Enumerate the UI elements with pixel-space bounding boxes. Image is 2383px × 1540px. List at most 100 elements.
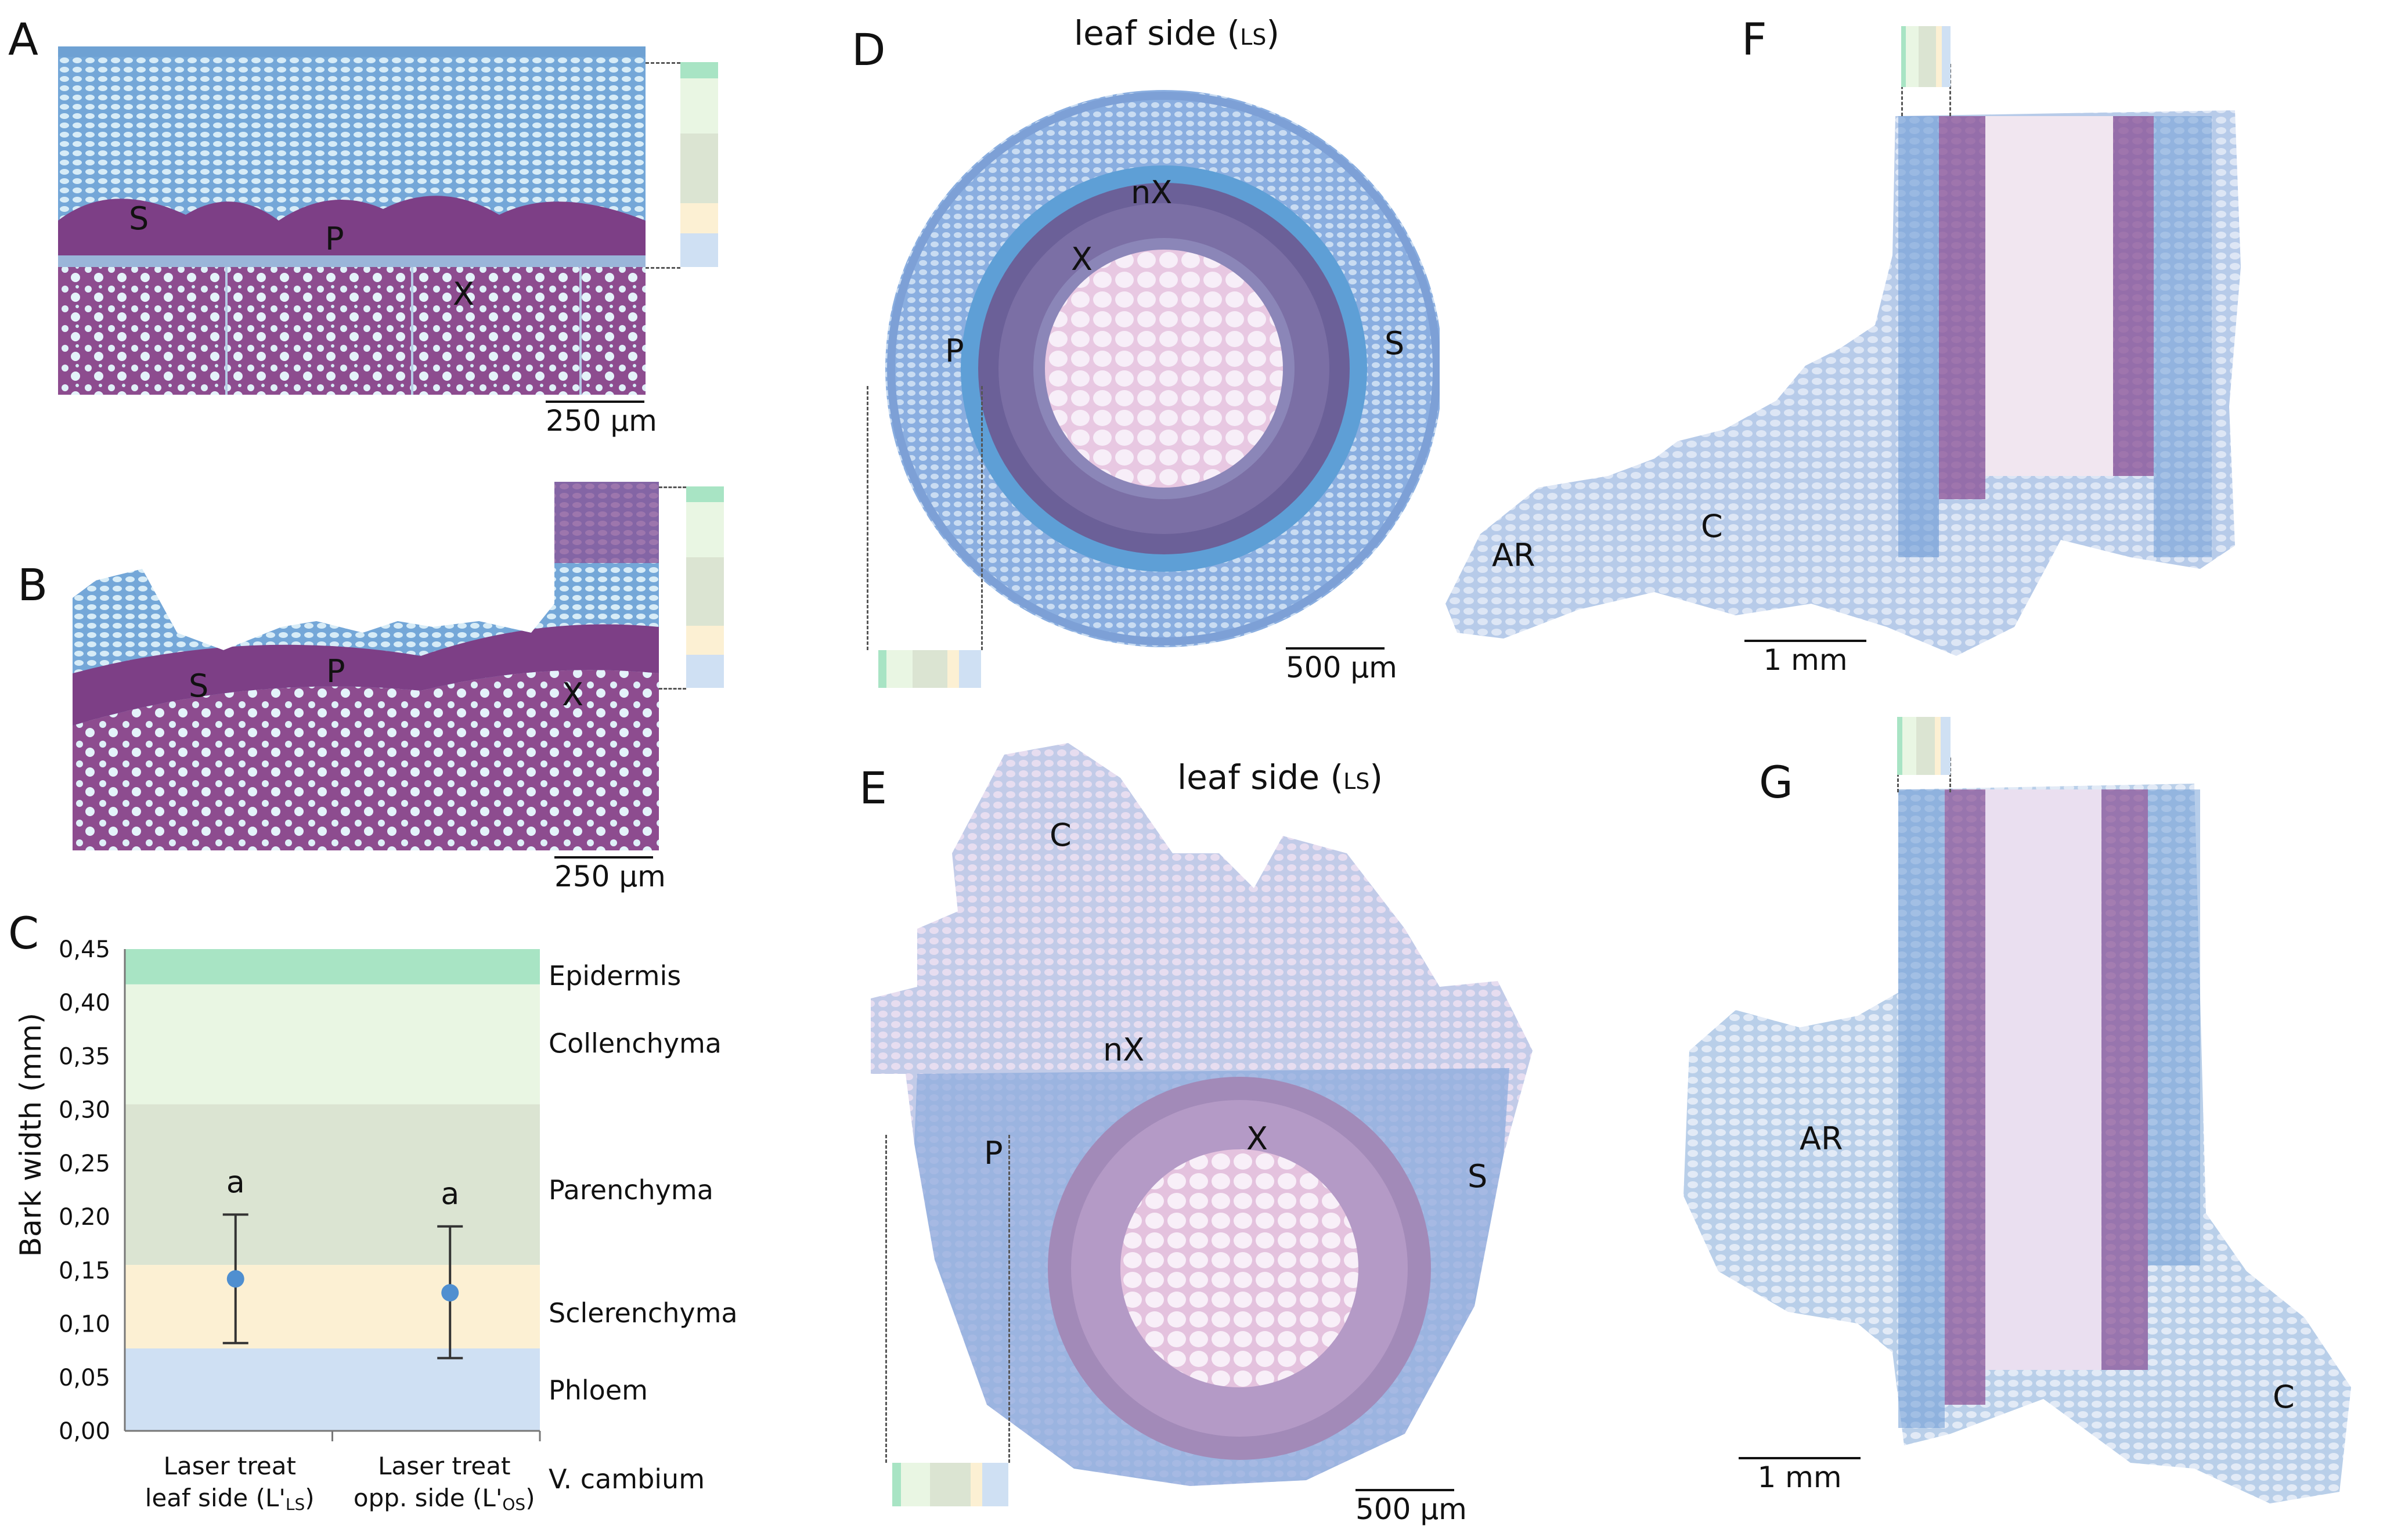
- strip-g-epidermis: [1897, 717, 1902, 775]
- heading-d-end: ): [1266, 13, 1280, 53]
- guide-line-e-left: [885, 1135, 887, 1463]
- label-a-x: X: [453, 276, 474, 312]
- guide-line-b-bottom: [659, 688, 686, 690]
- band-label-phloem: Phloem: [549, 1375, 648, 1406]
- strip-g-sclerenchyma: [1935, 717, 1941, 775]
- scale-bar-b-label: 250 µm: [554, 860, 666, 893]
- label-f-c: C: [1701, 508, 1723, 544]
- strip-g-parenchyma: [1916, 717, 1935, 775]
- band-epidermis: [125, 949, 540, 984]
- strip-e-phloem: [982, 1463, 1008, 1506]
- guide-line-f-right: [1949, 64, 1951, 116]
- y-tick-label: 0,35: [59, 1043, 110, 1070]
- panel-label-f: F: [1742, 13, 1767, 65]
- label-b-x: X: [562, 676, 583, 713]
- significance-label: a: [226, 1165, 245, 1200]
- panel-label-c: C: [8, 907, 39, 959]
- strip-f-phloem: [1942, 26, 1951, 87]
- strip-a-phloem: [680, 233, 718, 267]
- strip-b-collenchyma: [686, 502, 724, 557]
- label-d-nx: nX: [1131, 174, 1173, 211]
- strip-g-collenchyma: [1902, 717, 1916, 775]
- strip-a-sclerenchyma: [680, 203, 718, 233]
- label-g-c: C: [2273, 1379, 2295, 1415]
- strip-b-parenchyma: [686, 557, 724, 626]
- guide-line-g-right: [1949, 758, 1951, 792]
- band-collenchyma: [125, 984, 540, 1105]
- strip-a-epidermis: [680, 62, 718, 78]
- significance-label: a: [441, 1177, 459, 1212]
- layer-strip-b: [686, 486, 724, 688]
- panel-label-b: B: [17, 559, 48, 611]
- label-d-s: S: [1385, 325, 1405, 362]
- label-f-ar: AR: [1492, 537, 1535, 574]
- y-tick-label: 0,10: [59, 1311, 110, 1338]
- strip-d-sclerenchyma: [947, 650, 959, 688]
- band-sclerenchyma: [125, 1265, 540, 1348]
- guide-line-a-top: [646, 62, 680, 64]
- y-tick-label: 0,45: [59, 936, 110, 963]
- strip-a-parenchyma: [680, 134, 718, 203]
- band-label-epidermis: Epidermis: [549, 960, 681, 991]
- label-e-p: P: [984, 1135, 1003, 1171]
- chart-ticks: 0,000,050,100,150,200,250,300,350,400,45: [59, 936, 110, 1445]
- panel-f-micrograph: [1434, 104, 2247, 673]
- panel-b-micrograph: [73, 482, 659, 850]
- strip-f-sclerenchyma: [1936, 26, 1942, 87]
- data-point: [441, 1284, 459, 1302]
- heading-e-sub: LS: [1343, 769, 1370, 794]
- guide-line-d-right: [981, 386, 983, 650]
- layer-strip-f: [1901, 26, 1951, 87]
- strip-d-collenchyma: [886, 650, 913, 688]
- band-label-sclerenchyma: Sclerenchyma: [549, 1297, 738, 1329]
- band-phloem: [125, 1348, 540, 1431]
- y-tick-label: 0,40: [59, 990, 110, 1016]
- scale-bar-f: 1 mm: [1744, 640, 1866, 677]
- scale-bar-d-label: 500 µm: [1286, 651, 1397, 684]
- panel-a-micrograph: [58, 46, 646, 395]
- guide-line-b-top: [659, 486, 686, 488]
- label-d-p: P: [945, 333, 964, 369]
- heading-e: leaf side (LS): [1177, 760, 1383, 794]
- heading-d-sub: LS: [1240, 24, 1267, 50]
- band-label-cambium: V. cambium: [549, 1463, 705, 1495]
- chart-points: [226, 1270, 459, 1302]
- guide-line-g-left: [1897, 758, 1899, 792]
- scale-bar-f-label: 1 mm: [1763, 643, 1848, 677]
- strip-f-collenchyma: [1906, 26, 1919, 87]
- strip-e-collenchyma: [901, 1463, 930, 1506]
- strip-d-epidermis: [878, 650, 886, 688]
- scale-bar-e: 500 µm: [1355, 1489, 1467, 1526]
- panel-label-g: G: [1759, 756, 1793, 808]
- label-e-x: X: [1246, 1120, 1268, 1157]
- scale-bar-g-label: 1 mm: [1757, 1460, 1842, 1494]
- heading-e-end: ): [1369, 758, 1383, 797]
- panel-label-a: A: [8, 13, 38, 65]
- scale-bar-d: 500 µm: [1286, 647, 1397, 684]
- label-e-s: S: [1468, 1158, 1488, 1195]
- guide-line-f-left: [1901, 64, 1903, 116]
- label-a-p: P: [325, 221, 344, 257]
- strip-f-parenchyma: [1919, 26, 1936, 87]
- strip-e-epidermis: [892, 1463, 901, 1506]
- x-category-line2: opp. side (L'OS): [354, 1484, 535, 1514]
- chart-axes: [124, 949, 541, 1441]
- x-category-line1: Laser treat: [164, 1452, 296, 1480]
- guide-line-d-left: [867, 386, 868, 650]
- layer-strip-a: [680, 62, 718, 267]
- chart-band-labels: EpidermisCollenchymaParenchymaSclerenchy…: [549, 960, 738, 1495]
- panel-label-d: D: [852, 24, 886, 75]
- scale-bar-e-label: 500 µm: [1355, 1492, 1467, 1526]
- bark-width-chart: 0,000,050,100,150,200,250,300,350,400,45…: [14, 936, 738, 1514]
- band-parenchyma: [125, 1104, 540, 1265]
- data-point: [226, 1270, 244, 1288]
- layer-strip-g: [1897, 717, 1951, 775]
- panel-d-micrograph: [871, 73, 1440, 665]
- strip-b-epidermis: [686, 486, 724, 502]
- x-category-line1: Laser treat: [378, 1452, 510, 1480]
- layer-strip-d: [878, 650, 981, 688]
- y-tick-label: 0,20: [59, 1204, 110, 1231]
- scale-bar-a: 250 µm: [546, 401, 657, 438]
- label-d-x: X: [1071, 241, 1093, 277]
